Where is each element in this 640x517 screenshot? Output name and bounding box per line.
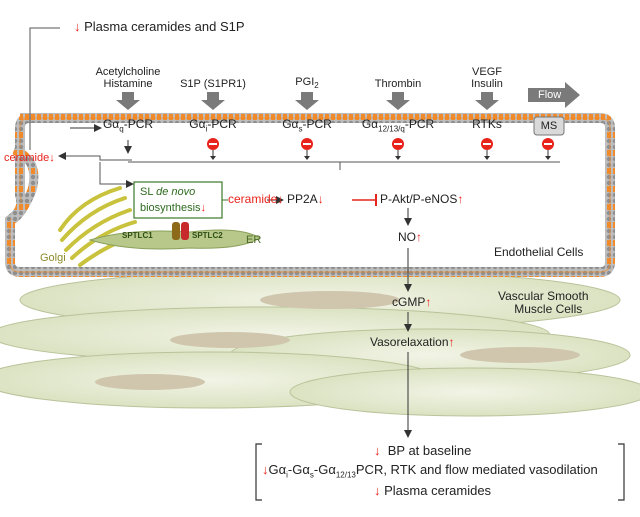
vsmc-layer (0, 269, 640, 417)
golgi-graphic (58, 186, 142, 267)
agonist-arrow (386, 92, 410, 110)
agonist-rtk: VEGF Insulin (471, 66, 503, 90)
receptor-g1213: Gα12/13/q-PCR (361, 117, 435, 134)
agonist-label: Insulin (471, 78, 503, 91)
vsmc-label: Vascular Smooth Muscle Cells (498, 289, 589, 317)
pp2a-label: PP2A↓ (287, 192, 324, 206)
sl-box-line2: biosynthesis↓ (140, 202, 207, 214)
outcome-text: BP at baseline (387, 443, 472, 458)
agonist-arrow (475, 92, 499, 110)
endothelial-membrane (5, 113, 615, 277)
inhibition-markers (207, 138, 554, 160)
vasorelaxation-label: Vasorelaxation↑ (370, 335, 455, 349)
flow-label: Flow (538, 89, 562, 101)
agonist-gs: PGI2 (295, 76, 318, 91)
vsmc-nucleus (95, 374, 205, 390)
agonist-g1213: Thrombin (374, 78, 422, 90)
outcome-bracket-right (618, 443, 625, 501)
receptor-gs: Gαs-PCR (282, 117, 332, 134)
vsmc-nucleus (460, 347, 580, 363)
er-label: ER (246, 234, 262, 246)
down-arrow: ↓ (74, 19, 81, 34)
sl-box-line1: SL de novo (140, 186, 196, 198)
flow-arrow (528, 82, 580, 108)
agonist-sub: 2 (314, 81, 319, 91)
endothelial-label: Endothelial Cells (494, 245, 584, 259)
outcome-bracket-left (255, 443, 262, 501)
sl-biosynthesis-box (133, 181, 223, 219)
sptlc1-label: SPTLC1 (122, 231, 153, 240)
agonist-arrow (201, 92, 225, 110)
ceramide-label: ceramide (4, 152, 50, 164)
receptor-ms: MS (540, 120, 558, 132)
receptor-rtk: RTKs (472, 117, 502, 131)
vsmc-cell (289, 367, 640, 417)
outcome-vasodilation: ↓Gαi-Gαs-Gα12/13PCR, RTK and flow mediat… (262, 462, 598, 480)
receptor-downstream (70, 124, 132, 154)
inhibit-icon (542, 138, 554, 160)
outcome-plasma: ↓ Plasma ceramides (374, 483, 492, 498)
ceramide-left: ceramide↓ (4, 152, 55, 164)
inhibit-icon (481, 138, 493, 160)
top-effect: ↓ Plasma ceramides and S1P (74, 19, 245, 34)
golgi-label: Golgi (40, 252, 66, 264)
pakt-label: P-Akt/P-eNOS↑ (380, 192, 464, 206)
down-arrow: ↓ (49, 152, 55, 164)
membrane-invagination (9, 145, 39, 225)
agonist-label: Histamine (103, 78, 153, 91)
cgmp-label: cGMP↑ (392, 295, 432, 309)
sptlc2-label: SPTLC2 (192, 231, 223, 240)
agonist-gi: S1P (S1PR1) (180, 78, 246, 90)
sptlc2-graphic (181, 222, 189, 240)
receptor-gq: Gαq-PCR (102, 117, 154, 134)
agonist-label: VEGF (472, 66, 502, 78)
ms-box (533, 116, 565, 136)
agonist-label: Acetylcholine (95, 66, 161, 78)
top-bracket-line (29, 27, 60, 150)
to-sl-arrow (99, 162, 134, 188)
top-effect-text: Plasma ceramides and S1P (84, 19, 245, 34)
vsmc-nucleus (260, 291, 400, 309)
vsmc-nucleus (170, 332, 290, 348)
agonist-arrow (295, 92, 319, 110)
agonist-arrow (116, 92, 140, 110)
inhibit-icon (392, 138, 404, 160)
agonist-gq: Acetylcholine Histamine (96, 66, 161, 90)
agonist-arrows (116, 82, 580, 110)
agonist-label: PGI (295, 76, 315, 88)
ceramide-mid: ceramide↓ (228, 192, 284, 206)
inhibit-icon (207, 138, 219, 160)
ceramide-export-arrow (58, 152, 132, 161)
no-label: NO↑ (398, 230, 422, 244)
sptlc1-graphic (172, 222, 180, 240)
inhibit-icon (301, 138, 313, 160)
down-arrow: ↓ (374, 443, 381, 458)
receptor-gi: Gαi-PCR (189, 117, 237, 134)
outcome-bp: ↓ BP at baseline (374, 443, 472, 458)
